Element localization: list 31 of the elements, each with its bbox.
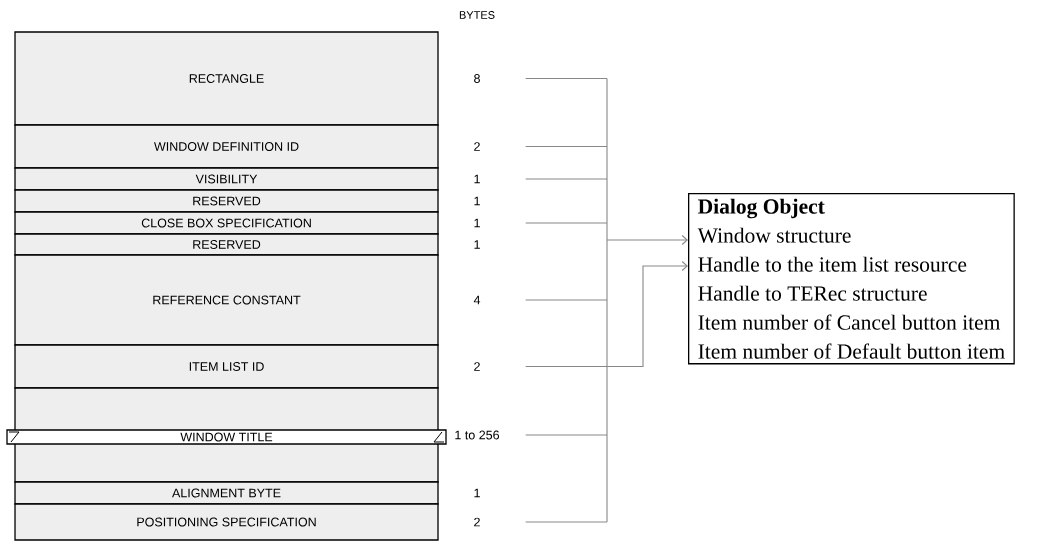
field-box: WINDOW DEFINITION ID	[14, 124, 439, 169]
field-box: ITEM LIST ID	[14, 344, 439, 389]
connector-line	[525, 222, 608, 224]
byte-count: 1	[474, 218, 480, 228]
byte-count: 2	[474, 362, 480, 371]
field-box: RESERVED	[14, 233, 439, 256]
connector-line	[525, 178, 608, 180]
field-box: CLOSE BOX SPECIFICATION	[14, 211, 439, 235]
connector-line	[525, 521, 608, 523]
byte-count: 1	[474, 240, 480, 249]
byte-count: 1	[474, 196, 480, 206]
arrow	[525, 260, 688, 368]
byte-count: 1 to 256	[455, 430, 500, 440]
field-box: WINDOW TITLE	[6, 387, 447, 483]
connector-line	[525, 77, 608, 80]
structure-box: Dialog Object Window structure Handle to the item list resource Handle to TERec structure Item number of Cancel button item Item number of Default button item	[688, 193, 1015, 365]
field-box: ALIGNMENT BYTE	[14, 481, 439, 505]
connector-line	[525, 434, 608, 436]
byte-count: 8	[474, 74, 480, 83]
field-box: POSITIONING SPECIFICATION	[14, 503, 439, 541]
field-box: RESERVED	[14, 189, 439, 213]
column-heading: BYTES	[459, 11, 495, 19]
byte-count: 2	[474, 517, 480, 527]
byte-count: 4	[473, 295, 481, 305]
connector-line	[525, 145, 608, 148]
connector-line	[525, 299, 608, 301]
bracket-arrow	[606, 77, 688, 523]
field-box: VISIBILITY	[14, 167, 439, 191]
byte-count: 1	[474, 174, 480, 184]
byte-count: 1	[474, 488, 480, 498]
byte-count: 2	[474, 142, 480, 151]
